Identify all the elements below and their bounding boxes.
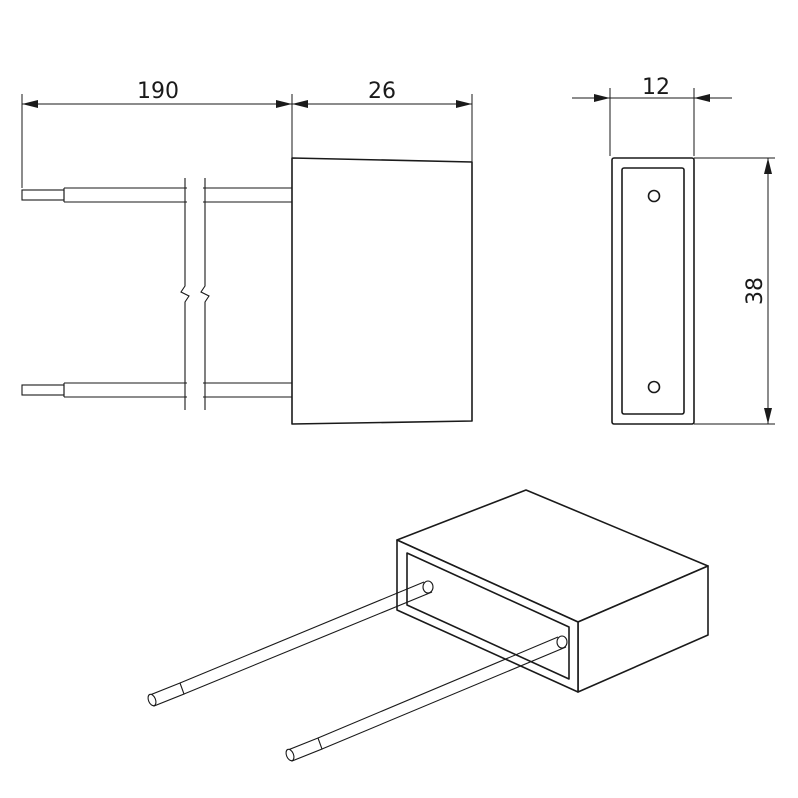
dimension-label-body-thickness: 12 (642, 75, 670, 100)
capacitor-body-front-face (396, 539, 579, 693)
capacitor-body-front-rim (406, 552, 570, 680)
lead-top (21, 187, 292, 203)
dimension-label-lead-length: 190 (137, 79, 179, 104)
dimension-label-body-height: 38 (743, 277, 768, 305)
lead-bottom (21, 382, 292, 398)
dimension-label-body-length: 26 (368, 79, 396, 104)
dimension-body-length: 26 (292, 79, 472, 108)
side-view: 190 26 (21, 79, 473, 425)
capacitor-body-end-outer (611, 157, 695, 425)
capacitor-body-side (291, 157, 473, 425)
break-marks (180, 178, 210, 410)
dimension-body-height: 38 (743, 158, 772, 424)
dimension-body-thickness: 12 (572, 75, 732, 102)
end-view: 12 38 (572, 75, 775, 425)
capacitor-body-end-inner (621, 167, 685, 415)
lead-hole-top (647, 189, 661, 203)
lead-lower-iso (285, 635, 568, 762)
lead-upper-iso (147, 580, 434, 707)
lead-hole-bottom (647, 380, 661, 394)
isometric-view (147, 489, 709, 762)
dimension-lead-length: 190 (22, 79, 292, 108)
